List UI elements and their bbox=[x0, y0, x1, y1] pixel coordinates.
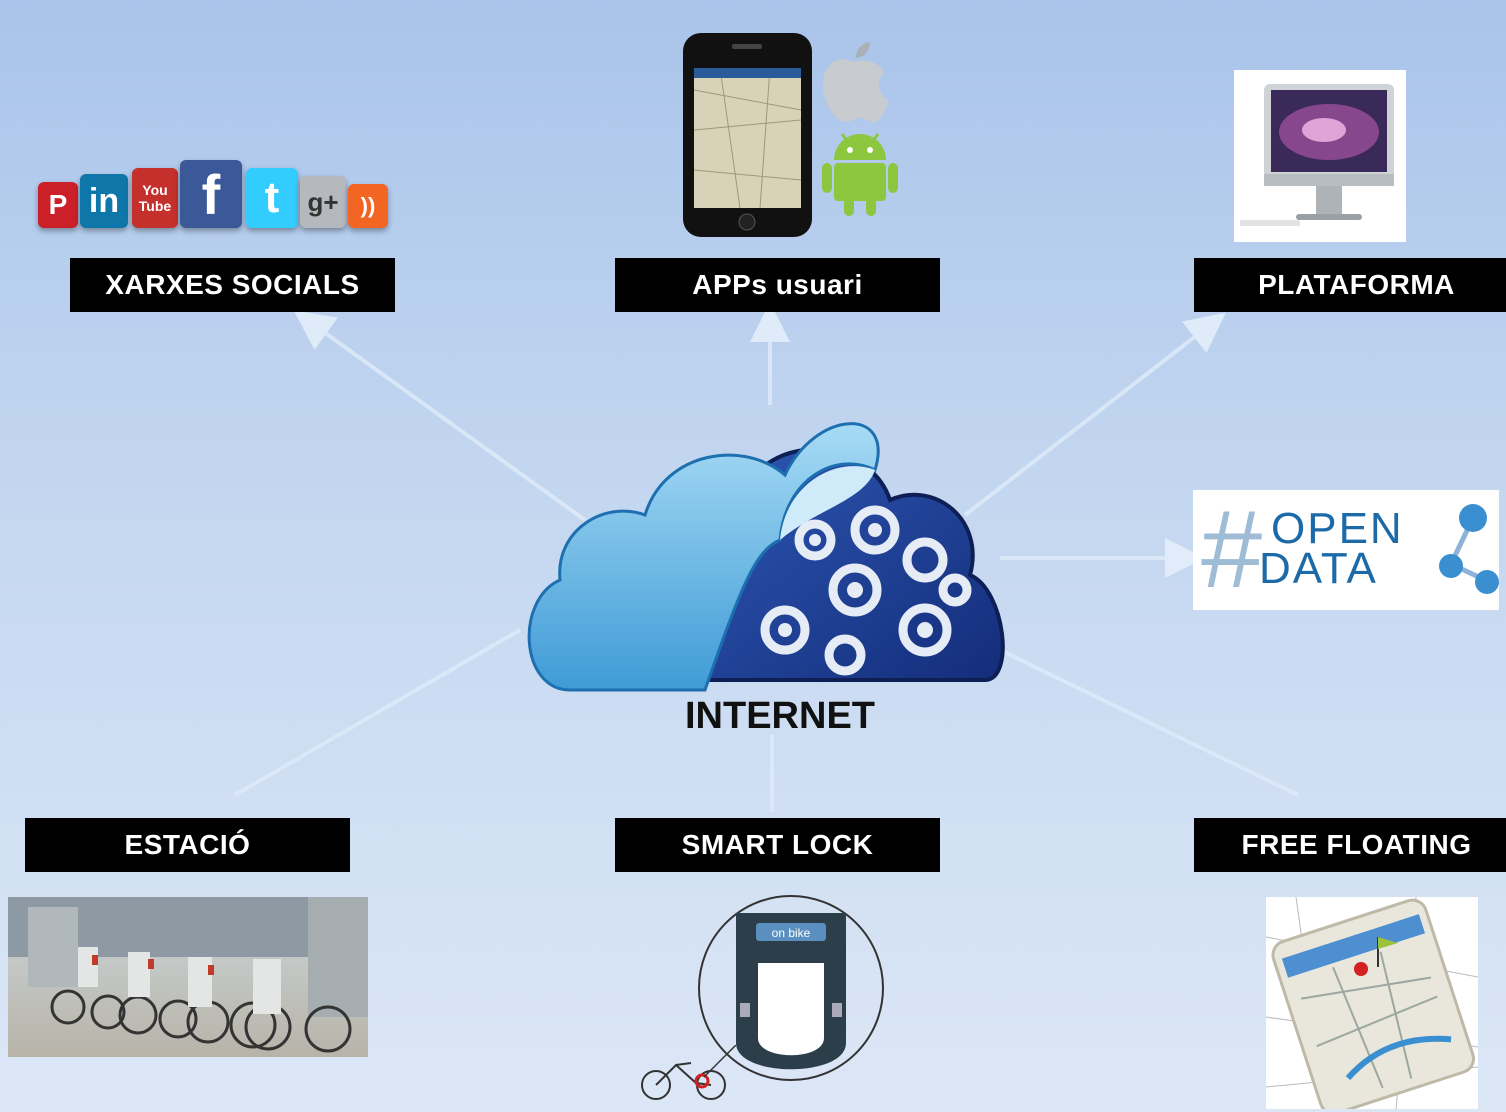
internet-label: INTERNET bbox=[685, 695, 875, 737]
bicycle-icon bbox=[641, 1045, 736, 1100]
connector-platform bbox=[963, 312, 1226, 517]
open-data-word-data: DATA bbox=[1259, 544, 1378, 593]
open-data-hash: # bbox=[1201, 488, 1263, 611]
rss-icon: )) bbox=[348, 184, 388, 228]
label-xarxes-socials: XARXES SOCIALS bbox=[70, 258, 395, 312]
monitor-icon bbox=[1240, 84, 1394, 226]
free-floating-map-image bbox=[1266, 897, 1478, 1109]
network-nodes-icon bbox=[1439, 504, 1499, 594]
social-icons: P in You Tube f t g+ )) bbox=[38, 160, 388, 240]
smartphone-icon bbox=[683, 33, 812, 237]
desktop-computer-image bbox=[1234, 70, 1406, 242]
label-estacio: ESTACIÓ bbox=[25, 818, 350, 872]
twitter-icon: t bbox=[246, 168, 298, 228]
connector-station bbox=[233, 628, 522, 797]
open-data-word-open: OPEN bbox=[1271, 504, 1404, 553]
open-data-logo: # OPEN DATA bbox=[1193, 490, 1499, 610]
android-icon bbox=[822, 133, 898, 216]
apple-icon bbox=[823, 42, 888, 122]
lock-brand-text: on bike bbox=[772, 926, 811, 940]
label-plataforma: PLATAFORMA bbox=[1194, 258, 1506, 312]
linkedin-icon: in bbox=[80, 174, 128, 228]
youtube-icon: You Tube bbox=[132, 168, 178, 228]
bikes-illustration bbox=[8, 897, 368, 1053]
googleplus-icon: g+ bbox=[300, 176, 346, 228]
label-apps-usuari: APPs usuari bbox=[615, 258, 940, 312]
connector-floating bbox=[999, 648, 1299, 797]
label-smart-lock: SMART LOCK bbox=[615, 818, 940, 872]
pinterest-icon: P bbox=[38, 182, 78, 228]
connector-social bbox=[293, 310, 587, 522]
cloud-gears-icon bbox=[527, 422, 1005, 692]
smart-lock-icon: on bike bbox=[698, 895, 884, 1081]
map-phone-illustration bbox=[1266, 897, 1478, 1109]
bike-station-photo bbox=[8, 897, 368, 1057]
facebook-icon: f bbox=[180, 160, 242, 228]
label-free-floating: FREE FLOATING bbox=[1194, 818, 1506, 872]
